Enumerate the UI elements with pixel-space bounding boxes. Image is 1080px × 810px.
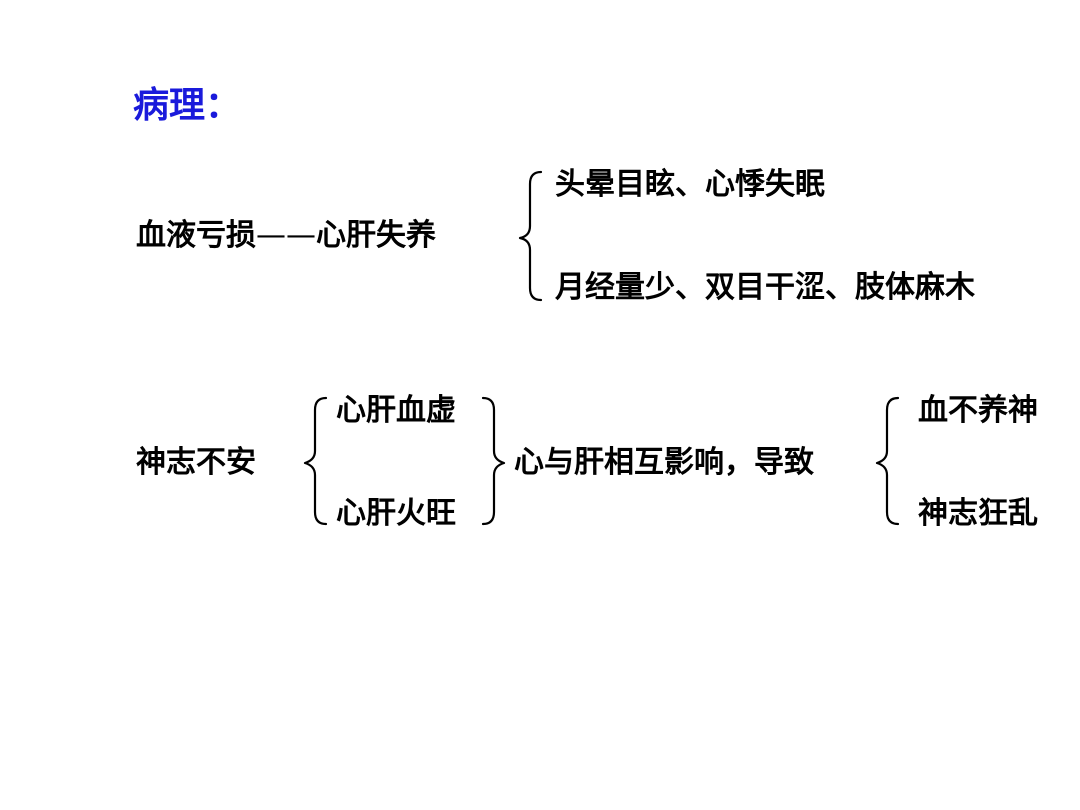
left-brace-2	[303, 396, 328, 526]
result-1-1: 头晕目眩、心悸失眠	[555, 167, 825, 202]
effect-label: 心肝失养	[316, 218, 436, 253]
factor-1: 心肝血虚	[336, 393, 456, 428]
result-2-1: 血不养神	[918, 393, 1038, 428]
connector-dash: ——	[256, 218, 316, 253]
left-brace-1	[518, 170, 543, 302]
middle-text: 心与肝相互影响，导致	[514, 445, 814, 480]
result-2-2: 神志狂乱	[918, 496, 1038, 531]
left-brace-3	[875, 396, 900, 526]
result-1-2: 月经量少、双目干涩、肢体麻木	[555, 270, 975, 305]
cause-label: 血液亏损	[136, 218, 256, 253]
cause-text-1: 血液亏损——心肝失养	[136, 221, 436, 251]
factor-2: 心肝火旺	[336, 496, 456, 531]
page-title: 病理：	[133, 85, 242, 126]
cause-text-2: 神志不安	[136, 445, 256, 480]
right-brace-1	[481, 396, 506, 526]
